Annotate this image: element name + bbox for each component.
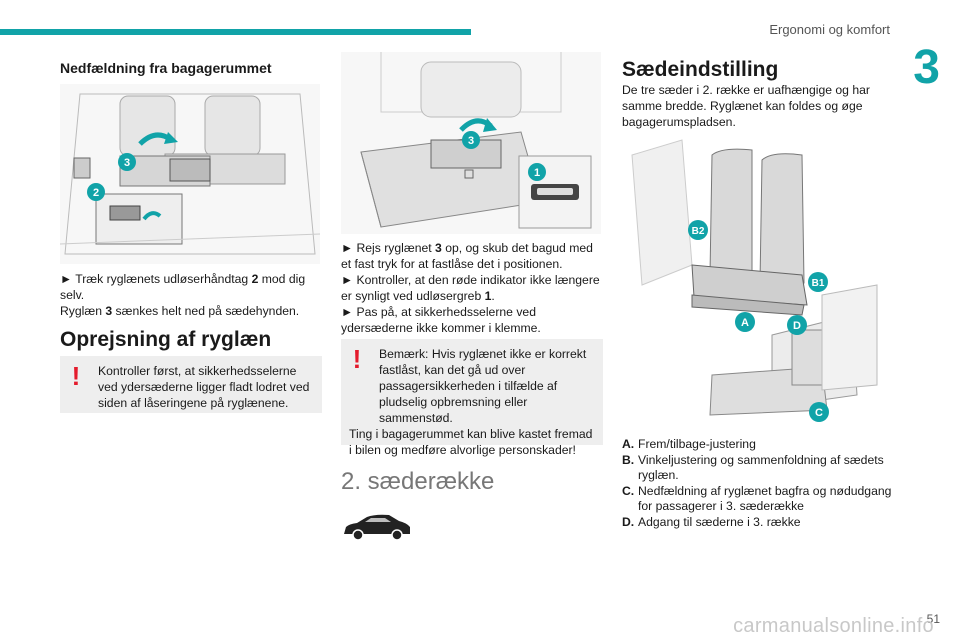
header-accent-bar bbox=[0, 29, 471, 35]
legend-item: D.Adgang til sæderne i 3. række bbox=[622, 514, 801, 529]
col1-steps: ► Træk ryglænets udløserhåndtag 2 mod di… bbox=[60, 272, 306, 318]
callout-3: 3 bbox=[468, 135, 474, 147]
legend-item: A.Frem/tilbage-justering bbox=[622, 437, 756, 451]
heading-raise-backrest: Oprejsning af ryglæn bbox=[60, 328, 272, 351]
legend-item: B.Vinkeljustering og sammenfoldning af s… bbox=[622, 452, 884, 483]
car-silhouette-icon bbox=[344, 514, 410, 541]
callout-d: D bbox=[793, 320, 801, 332]
legend-item: C.Nedfældning af ryglænet bagfra og nødu… bbox=[622, 483, 892, 514]
warning-box-2: ! Bemærk: Hvis ryglænet ikke er korrekt … bbox=[341, 339, 603, 457]
callout-b2: B2 bbox=[692, 226, 705, 237]
heading-seat-adjustment: Sædeindstilling bbox=[622, 58, 779, 81]
section-title: Ergonomi og komfort bbox=[769, 22, 890, 37]
illustration-raise-backrest: 3 1 bbox=[341, 52, 601, 234]
callout-3: 3 bbox=[124, 157, 130, 169]
col2-steps: ► Rejs ryglænet 3 op, og skub det bagud … bbox=[341, 241, 600, 335]
illustration-second-row-seats: B2 B1 A D C bbox=[622, 135, 884, 432]
illustration-boot-release: 3 2 bbox=[60, 84, 320, 264]
heading-second-row: 2. sæderække bbox=[341, 468, 495, 495]
chapter-number: 3 bbox=[913, 41, 940, 94]
warning-icon: ! bbox=[352, 344, 362, 374]
page-number: 51 bbox=[926, 612, 940, 626]
heading-fold-from-boot: Nedfældning fra bagagerummet bbox=[60, 60, 272, 76]
callout-b1: B1 bbox=[812, 278, 825, 289]
warning-icon: ! bbox=[71, 361, 81, 391]
warning-box-1: ! Kontroller først, at sikkerhedsselerne… bbox=[60, 356, 322, 413]
callout-2: 2 bbox=[93, 187, 99, 199]
callout-c: C bbox=[815, 407, 823, 419]
watermark: carmanualsonline.info bbox=[733, 615, 934, 637]
callout-a: A bbox=[741, 317, 749, 329]
col3-intro: De tre sæder i 2. række er uafhængige og… bbox=[622, 83, 870, 129]
legend-list: A.Frem/tilbage-justering B.Vinkeljusteri… bbox=[622, 437, 892, 530]
callout-1: 1 bbox=[534, 167, 540, 179]
